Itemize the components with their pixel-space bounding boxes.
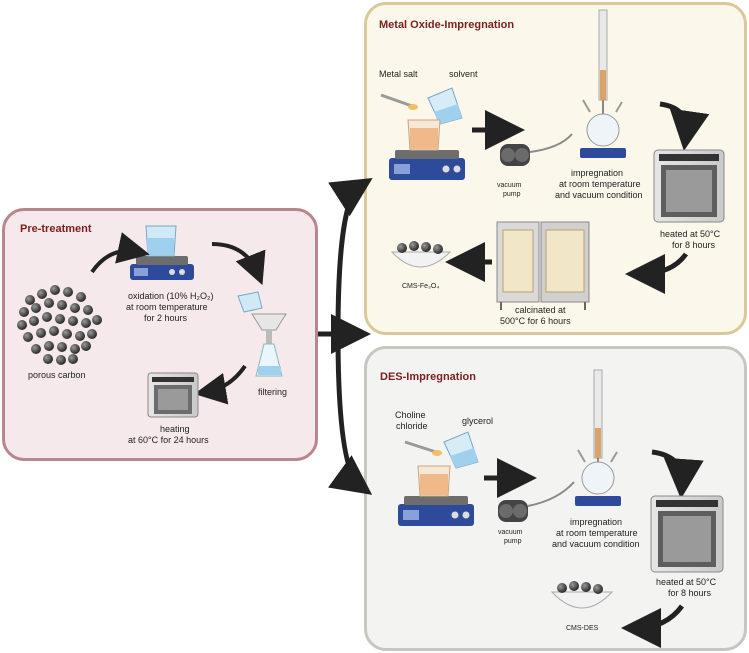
impregnation-apparatus-icon: [575, 369, 621, 506]
solvent-beaker-icon: [427, 87, 463, 125]
label-heated-1: heated at 50°C: [660, 229, 721, 239]
arrow-to-oven: [651, 449, 704, 499]
pretreatment-title: Pre-treatment: [20, 223, 92, 235]
arrow-to-product: [621, 604, 685, 648]
oven-icon: [650, 495, 724, 573]
impregnation-apparatus-icon: [580, 9, 626, 158]
product-dish-icon: [390, 241, 452, 268]
metal-salt-spatula-icon: [380, 93, 418, 110]
label-vacuum-1: vacuum: [497, 182, 522, 189]
label-heated-2: for 8 hours: [668, 588, 712, 598]
label-glycerol: glycerol: [462, 416, 494, 426]
arrow-to-furnace: [625, 252, 689, 294]
hotplate-icon: [130, 225, 194, 280]
label-vacuum-2: pump: [504, 538, 522, 545]
label-oxidation-1: oxidation (10% H₂O₂): [128, 291, 214, 301]
label-oxidation-2: at room temperature: [126, 302, 208, 312]
oven-icon: [653, 149, 725, 223]
label-heating-1: heating: [160, 424, 190, 434]
label-calcinated-2: 500°C for 6 hours: [500, 316, 571, 326]
vacuum-pump-icon: [500, 133, 573, 166]
label-heated-2: for 8 hours: [672, 240, 716, 250]
label-heated-1: heated at 50°C: [656, 577, 717, 587]
porous-carbon-cluster: [17, 285, 102, 365]
label-filtering: filtering: [258, 387, 288, 397]
label-vacuum-1: vacuum: [498, 529, 523, 536]
label-impregnation-1: impregnation: [570, 517, 623, 527]
label-impregnation-2: at room temperature: [556, 528, 638, 538]
label-porous-carbon: porous carbon: [28, 370, 86, 380]
arrow-to-metal-oxide: [328, 177, 373, 335]
choline-spatula-icon: [404, 440, 442, 456]
furnace-icon: [496, 221, 590, 310]
oven-icon: [147, 372, 199, 418]
hotplate-icon: [398, 465, 474, 526]
label-impregnation-3: and vacuum condition: [555, 190, 643, 200]
vacuum-pump-icon: [498, 481, 575, 522]
metal-oxide-title: Metal Oxide-Impregnation: [379, 19, 515, 31]
label-calcinated-1: calcinated at: [515, 305, 566, 315]
label-cms-fe3o4: CMS-Fe₃O₄: [402, 283, 440, 290]
label-solvent: solvent: [449, 69, 478, 79]
arrow-to-oven: [659, 101, 710, 151]
hotplate-icon: [389, 119, 465, 180]
arrow-filtering-to-heating: [194, 364, 247, 405]
arrow-to-des: [328, 333, 373, 495]
arrow-oxidation-to-filtering: [211, 242, 266, 286]
label-heating-2: at 60°C for 24 hours: [128, 435, 209, 445]
label-impregnation-1: impregnation: [571, 168, 624, 178]
label-oxidation-3: for 2 hours: [144, 313, 188, 323]
label-choline-2: chloride: [396, 421, 428, 431]
product-dish-icon: [550, 581, 614, 609]
label-vacuum-2: pump: [503, 191, 521, 198]
glycerol-beaker-icon: [443, 431, 479, 469]
des-title: DES-Impregnation: [380, 371, 476, 383]
arrow-carbon-to-oxidation: [90, 232, 150, 274]
label-cms-des: CMS-DES: [566, 625, 599, 632]
filtering-icon: [237, 291, 287, 377]
label-impregnation-2: at room temperature: [559, 179, 641, 189]
label-choline-1: Choline: [395, 410, 426, 420]
label-impregnation-3: and vacuum condition: [552, 539, 640, 549]
label-metal-salt: Metal salt: [379, 69, 418, 79]
